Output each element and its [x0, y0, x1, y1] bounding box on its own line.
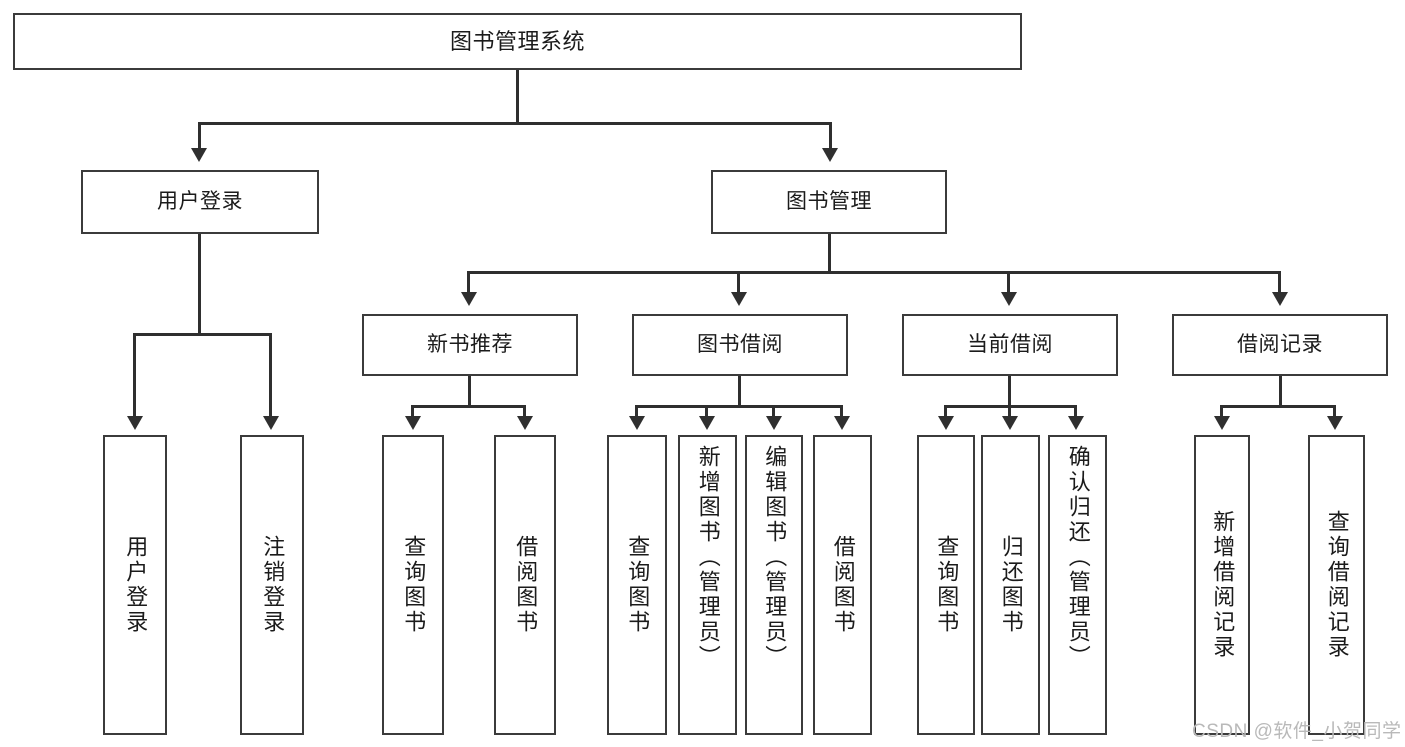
node-label: 当前借阅	[967, 332, 1053, 356]
node-label: 查询图书	[401, 535, 427, 635]
connector-borrow-drop-3	[772, 405, 775, 417]
connector-record-drop-1	[1220, 405, 1223, 417]
node-book-borrow[interactable]: 图书借阅	[632, 314, 848, 376]
arrowhead-book-borrow	[731, 292, 747, 306]
node-label: 借阅记录	[1237, 332, 1323, 356]
connector-book-mgmt-drop-2	[737, 271, 740, 293]
arrowhead-leaf-record-1	[1214, 416, 1230, 430]
connector-user-login-bus	[133, 333, 271, 336]
node-label: 用户登录	[157, 189, 243, 213]
leaf-recommend-query-book[interactable]: 查询图书	[382, 435, 444, 735]
leaf-current-return-book[interactable]: 归还图书	[981, 435, 1040, 735]
node-label: 确认归还（管理员）	[1065, 445, 1091, 670]
connector-current-drop-1	[944, 405, 947, 417]
connector-current-drop-2	[1008, 405, 1011, 417]
node-label: 查询借阅记录	[1324, 510, 1350, 660]
connector-user-login-drop-1	[133, 333, 136, 417]
leaf-borrow-add-book-admin[interactable]: 新增图书（管理员）	[678, 435, 737, 735]
connector-root-to-user-login	[198, 122, 201, 149]
node-label: 图书借阅	[697, 332, 783, 356]
node-label: 编辑图书（管理员）	[762, 445, 788, 670]
connector-recommend-drop-2	[523, 405, 526, 417]
connector-root-bus	[198, 122, 832, 125]
connector-user-login-stem	[198, 234, 201, 334]
arrowhead-leaf-current-1	[938, 416, 954, 430]
connector-recommend-bus	[411, 405, 526, 408]
connector-user-login-drop-2	[269, 333, 272, 417]
leaf-user-login[interactable]: 用户登录	[103, 435, 167, 735]
connector-root-to-book-mgmt	[829, 122, 832, 149]
arrowhead-book-mgmt	[822, 148, 838, 162]
node-book-management[interactable]: 图书管理	[711, 170, 947, 234]
node-label: 图书管理系统	[449, 28, 585, 54]
node-user-login[interactable]: 用户登录	[81, 170, 319, 234]
node-label: 新增图书（管理员）	[695, 445, 721, 670]
leaf-borrow-query-book[interactable]: 查询图书	[607, 435, 667, 735]
connector-borrow-drop-2	[705, 405, 708, 417]
connector-current-stem	[1008, 376, 1011, 406]
arrowhead-new-book-recommend	[461, 292, 477, 306]
leaf-current-query-book[interactable]: 查询图书	[917, 435, 975, 735]
leaf-borrow-edit-book-admin[interactable]: 编辑图书（管理员）	[745, 435, 803, 735]
connector-book-mgmt-stem	[828, 234, 831, 272]
leaf-record-query-record[interactable]: 查询借阅记录	[1308, 435, 1365, 735]
arrowhead-leaf-user-login	[127, 416, 143, 430]
arrowhead-leaf-logout	[263, 416, 279, 430]
node-label: 查询图书	[934, 535, 960, 635]
connector-borrow-drop-1	[635, 405, 638, 417]
node-label: 用户登录	[123, 535, 149, 635]
node-root-system[interactable]: 图书管理系统	[13, 13, 1022, 70]
arrowhead-leaf-borrow-2	[699, 416, 715, 430]
connector-book-mgmt-drop-3	[1007, 271, 1010, 293]
node-label: 注销登录	[260, 535, 286, 635]
leaf-logout[interactable]: 注销登录	[240, 435, 304, 735]
arrowhead-borrow-record	[1272, 292, 1288, 306]
arrowhead-leaf-borrow-4	[834, 416, 850, 430]
arrowhead-leaf-current-3	[1068, 416, 1084, 430]
connector-record-stem	[1279, 376, 1282, 406]
node-label: 查询图书	[625, 535, 651, 635]
node-label: 图书管理	[786, 189, 872, 213]
node-current-borrow[interactable]: 当前借阅	[902, 314, 1118, 376]
arrowhead-leaf-recommend-2	[517, 416, 533, 430]
connector-recommend-stem	[468, 376, 471, 406]
watermark-credit: CSDN @软件_小贺同学	[1192, 721, 1402, 742]
node-label: 归还图书	[998, 535, 1024, 635]
leaf-record-add-record[interactable]: 新增借阅记录	[1194, 435, 1250, 735]
node-borrow-record[interactable]: 借阅记录	[1172, 314, 1388, 376]
arrowhead-leaf-borrow-1	[629, 416, 645, 430]
arrowhead-current-borrow	[1001, 292, 1017, 306]
arrowhead-leaf-current-2	[1002, 416, 1018, 430]
connector-borrow-drop-4	[840, 405, 843, 417]
leaf-current-confirm-return-admin[interactable]: 确认归还（管理员）	[1048, 435, 1107, 735]
connector-record-drop-2	[1333, 405, 1336, 417]
connector-book-mgmt-bus	[467, 271, 1281, 274]
node-label: 新书推荐	[427, 332, 513, 356]
node-new-book-recommend[interactable]: 新书推荐	[362, 314, 578, 376]
node-label: 借阅图书	[513, 535, 539, 635]
connector-current-drop-3	[1074, 405, 1077, 417]
node-label: 借阅图书	[830, 535, 856, 635]
connector-record-bus	[1220, 405, 1336, 408]
arrowhead-leaf-record-2	[1327, 416, 1343, 430]
leaf-borrow-borrow-book[interactable]: 借阅图书	[813, 435, 872, 735]
arrowhead-leaf-recommend-1	[405, 416, 421, 430]
arrowhead-leaf-borrow-3	[766, 416, 782, 430]
arrowhead-user-login	[191, 148, 207, 162]
connector-root-stem	[516, 70, 519, 123]
connector-borrow-bus	[635, 405, 843, 408]
connector-borrow-stem	[738, 376, 741, 406]
connector-recommend-drop-1	[411, 405, 414, 417]
node-label: 新增借阅记录	[1210, 510, 1236, 660]
connector-book-mgmt-drop-1	[467, 271, 470, 293]
connector-book-mgmt-drop-4	[1278, 271, 1281, 293]
leaf-recommend-borrow-book[interactable]: 借阅图书	[494, 435, 556, 735]
